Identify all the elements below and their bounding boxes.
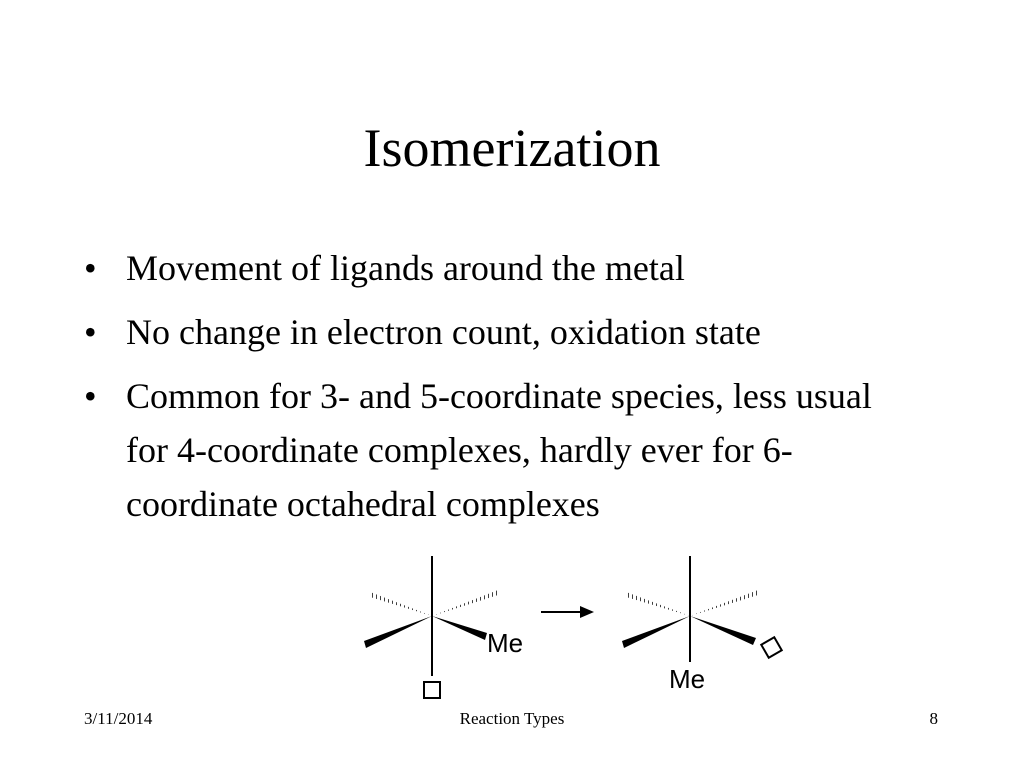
open-square-icon <box>759 635 784 660</box>
slide-title: Isomerization <box>363 118 661 178</box>
methyl-label: Me <box>669 664 705 694</box>
bullet-item: • Movement of ligands around the metal <box>84 241 964 295</box>
open-square-icon <box>423 681 441 699</box>
hashed-wedge-bond <box>370 592 432 616</box>
solid-wedge-bond <box>690 616 756 645</box>
methyl-label: Me <box>487 628 523 658</box>
bullet-text: Common for 3- and 5-coordinate species, … <box>126 376 872 524</box>
right-complex: Me <box>622 556 784 694</box>
bullet-item: • No change in electron count, oxidation… <box>84 305 964 359</box>
bullet-item: • Common for 3- and 5-coordinate species… <box>84 369 886 531</box>
hashed-wedge-bond <box>432 590 498 616</box>
hashed-wedge-bond <box>626 592 690 616</box>
bullet-text: Movement of ligands around the metal <box>126 248 685 288</box>
left-complex: Me <box>364 556 523 699</box>
solid-wedge-bond <box>364 616 432 648</box>
right-arrow-icon <box>541 606 594 618</box>
page-number: 8 <box>929 709 939 728</box>
solid-wedge-bond <box>432 616 487 640</box>
bullet-icon: • <box>84 312 97 352</box>
footer-title: Reaction Types <box>459 709 565 728</box>
footer-date: 3/11/2014 <box>84 709 153 728</box>
bullet-icon: • <box>84 376 97 416</box>
bullet-text: No change in electron count, oxidation s… <box>126 312 761 352</box>
bullet-list: • Movement of ligands around the metal •… <box>84 241 964 541</box>
hashed-wedge-bond <box>690 590 758 616</box>
bullet-icon: • <box>84 248 97 288</box>
solid-wedge-bond <box>622 616 690 648</box>
